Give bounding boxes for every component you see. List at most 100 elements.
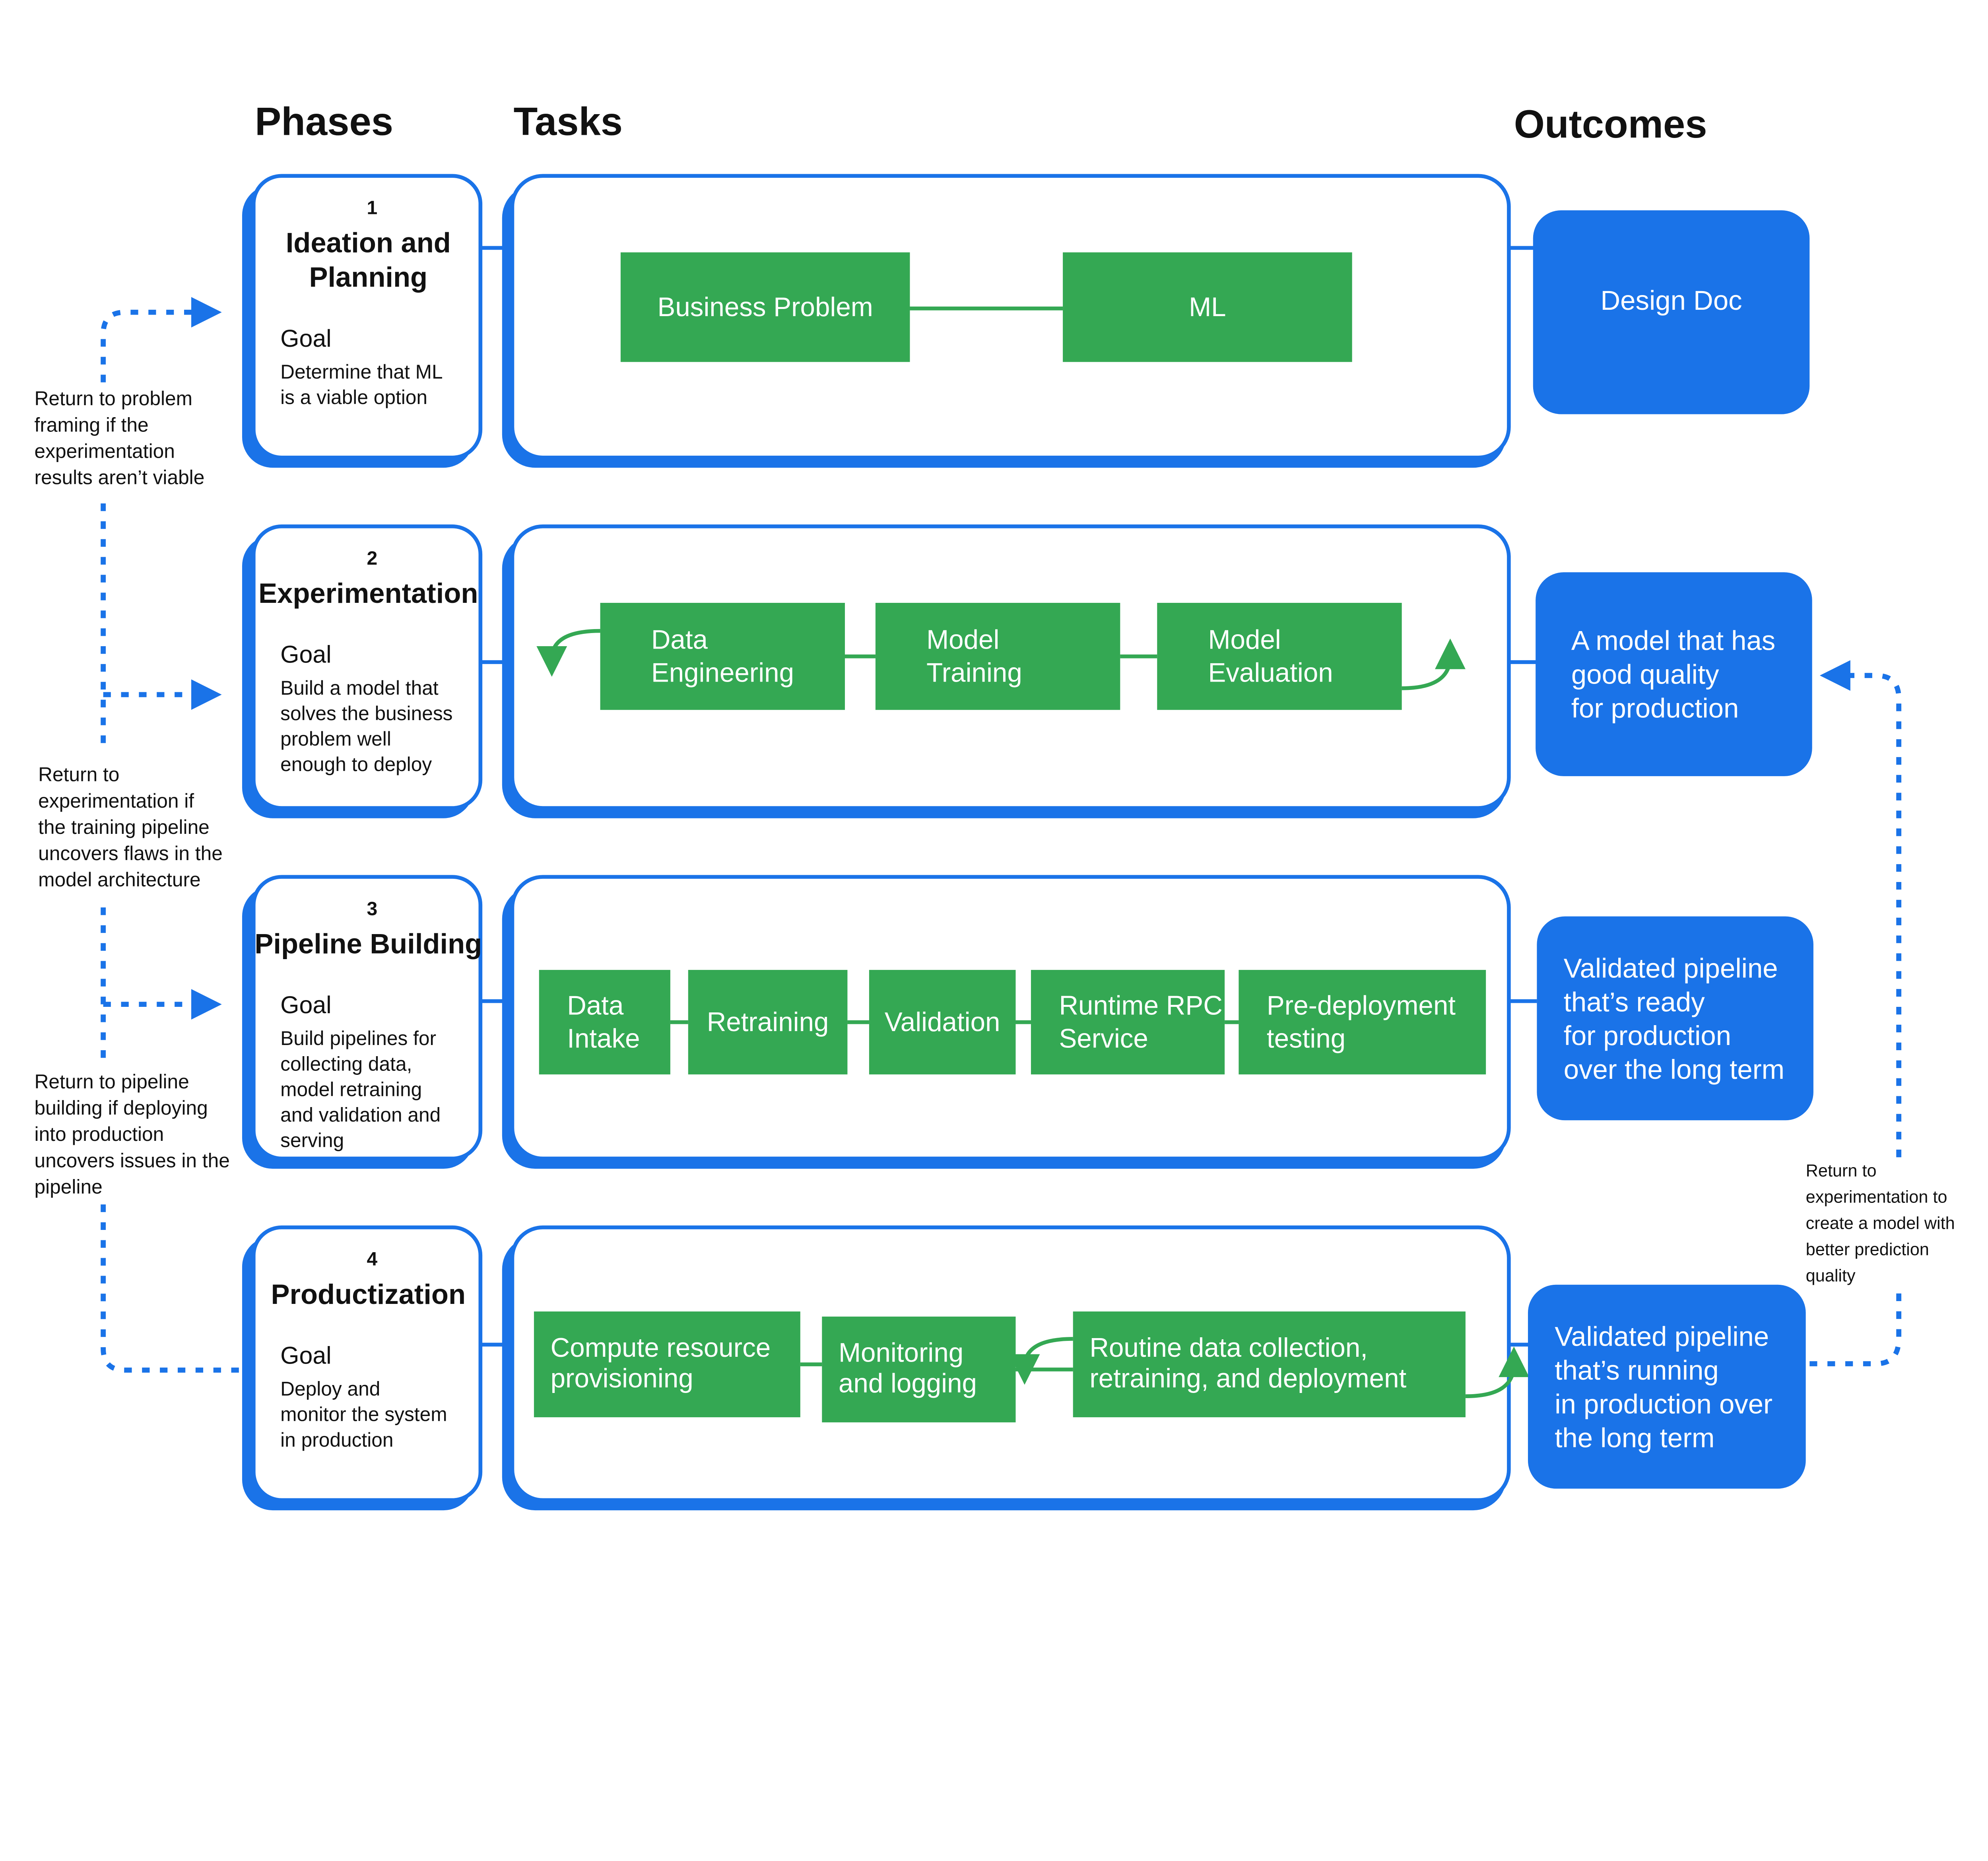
- feedback-line-productization: [101, 1204, 242, 1373]
- goal-description-line: Build pipelines for: [280, 1027, 436, 1049]
- goal-description-line: is a viable option: [280, 386, 427, 408]
- task-label-line: retraining, and deployment: [1089, 1364, 1406, 1393]
- phases-header: Phases: [255, 100, 393, 144]
- task-label-line: Data: [651, 625, 708, 655]
- outcome-text-line: for production: [1571, 693, 1739, 723]
- feedback-note-line: experimentation to: [1806, 1187, 1947, 1206]
- task-label-line: Engineering: [651, 658, 794, 688]
- task-label-line: Routine data collection,: [1089, 1333, 1368, 1363]
- task-label-line: Intake: [567, 1024, 640, 1054]
- goal-description-line: solves the business: [280, 702, 452, 725]
- loop-arrowhead-up-icon: [1435, 638, 1466, 669]
- feedback-note-line: Return to problem: [35, 387, 192, 410]
- task-label-line: Training: [926, 658, 1022, 688]
- goal-description: Determine that ML is a viable option: [280, 361, 443, 408]
- goal-description-line: model retraining: [280, 1078, 422, 1100]
- task-label-line: Evaluation: [1208, 658, 1333, 688]
- task-label-line: and logging: [839, 1369, 977, 1399]
- phase-title: Productization: [271, 1278, 466, 1310]
- outcome-text-line: the long term: [1555, 1422, 1714, 1453]
- goal-description-line: serving: [280, 1129, 344, 1152]
- task-label-line: Model: [1208, 625, 1281, 655]
- phase-title-line: Ideation and: [286, 227, 451, 258]
- task-box: Validation: [869, 970, 1016, 1074]
- feedback-note-line: experimentation: [35, 440, 175, 462]
- phase-title-line: Pipeline Building: [254, 928, 482, 959]
- task-label: Routine data collection,retraining, and …: [1089, 1333, 1406, 1393]
- tasks-card-ideation-planning: Business Problem ML: [502, 174, 1511, 468]
- task-box: Routine data collection,retraining, and …: [1073, 1311, 1466, 1418]
- phase-number: 4: [367, 1249, 378, 1270]
- loop-arrowhead-up-icon: [1499, 1346, 1530, 1377]
- task-label-line: Service: [1059, 1024, 1148, 1054]
- loop-arrowhead-down-icon: [1009, 1354, 1040, 1385]
- task-label-line: Validation: [885, 1007, 1000, 1037]
- feedback-note-line: uncovers flaws in the: [38, 842, 223, 864]
- phase-title-line: Planning: [309, 261, 427, 293]
- task-label-line: Compute resource: [551, 1333, 771, 1363]
- task-box: Runtime RPC Service: [1031, 970, 1225, 1074]
- feedback-arrow-problem-framing: [101, 297, 222, 383]
- feedback-note-line: the training pipeline: [38, 816, 210, 838]
- outcome-text-line: that’s ready: [1564, 987, 1705, 1017]
- goal-description-line: collecting data,: [280, 1053, 412, 1075]
- phase-title-line: Experimentation: [258, 577, 478, 609]
- task-label-line: ML: [1189, 292, 1226, 322]
- task-label-line: provisioning: [551, 1364, 693, 1393]
- goal-label: Goal: [280, 1342, 332, 1369]
- outcome-text-line: A model that has: [1571, 626, 1775, 656]
- phase-number: 1: [367, 197, 378, 218]
- task-label-line: Runtime RPC: [1059, 991, 1222, 1020]
- task-box: ML: [1063, 252, 1352, 362]
- task-label-line: Retraining: [707, 1007, 829, 1037]
- task-label: ML: [1189, 292, 1226, 322]
- task-label: Validation: [885, 1007, 1000, 1037]
- goal-description: Build pipelines for collecting data, model…: [280, 1027, 441, 1151]
- feedback-note-line: Return to: [1806, 1161, 1877, 1180]
- goal-description-line: problem well: [280, 728, 391, 750]
- outcome-text-line: over the long term: [1564, 1054, 1784, 1085]
- outcome-text-line: Validated pipeline: [1555, 1321, 1769, 1352]
- outcome-text-line: good quality: [1571, 659, 1719, 690]
- goal-label: Goal: [280, 325, 332, 352]
- task-label-line: Model: [926, 625, 999, 655]
- outcome-text-line: for production: [1564, 1020, 1731, 1051]
- goal-description-line: and validation and: [280, 1104, 441, 1126]
- feedback-note-line: quality: [1806, 1266, 1856, 1285]
- task-label: Business Problem: [657, 292, 873, 322]
- feedback-note-line: Return to: [38, 763, 119, 786]
- outcome-text-line: Validated pipeline: [1564, 953, 1778, 983]
- feedback-note-line: Return to pipeline: [35, 1070, 189, 1093]
- task-label: Runtime RPC Service: [1059, 991, 1222, 1053]
- goal-description-line: Build a model that: [280, 677, 439, 699]
- outcome-text-line: Design Doc: [1600, 285, 1742, 316]
- goal-description-line: Deploy and: [280, 1378, 380, 1400]
- goal-description-line: Determine that ML: [280, 361, 443, 383]
- task-label-line: Monitoring: [839, 1338, 963, 1368]
- phase-title-line: Productization: [271, 1278, 466, 1310]
- feedback-note-line: building if deploying: [35, 1097, 208, 1119]
- feedback-line-right-up: [1819, 660, 1902, 1158]
